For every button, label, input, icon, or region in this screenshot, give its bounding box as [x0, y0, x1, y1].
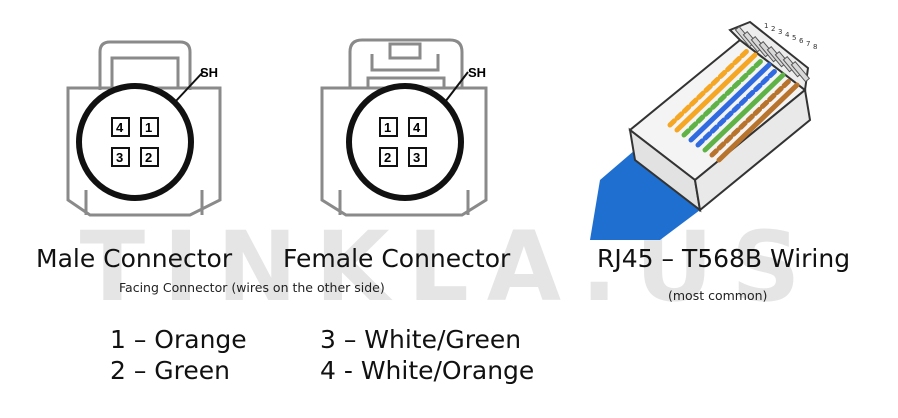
- rj45-caption: RJ45 – T568B Wiring: [597, 244, 851, 273]
- rj45-subcaption: (most common): [668, 288, 768, 303]
- female-pin-br: 3: [413, 150, 420, 165]
- female-housing: [320, 86, 488, 217]
- male-sh-leader: [174, 71, 204, 103]
- female-latch: [348, 38, 464, 88]
- female-connector-diagram: SH 1 4 2 3: [320, 38, 488, 217]
- male-pin-br: 2: [145, 150, 152, 165]
- rj45-pin-1: 1: [764, 22, 768, 30]
- male-pin-tr: 1: [145, 120, 152, 135]
- female-pin-tr: 4: [413, 120, 421, 135]
- female-sh-leader: [444, 71, 469, 103]
- rj45-pin-8: 8: [813, 43, 817, 51]
- legend-item-2: 2 – Green: [110, 356, 231, 385]
- rj45-pin-3: 3: [778, 28, 782, 36]
- rj45-plug-diagram: 1 2 3 4 5 6 7 8: [590, 20, 817, 240]
- female-pin-tl: 1: [384, 120, 391, 135]
- rj45-pin-4: 4: [785, 31, 790, 39]
- female-pin-bl: 2: [384, 150, 391, 165]
- female-sh-label: SH: [468, 65, 486, 80]
- male-pin-tl: 4: [116, 120, 124, 135]
- female-connector-caption: Female Connector: [283, 244, 511, 273]
- legend-item-1: 1 – Orange: [110, 325, 247, 354]
- male-sh-label: SH: [200, 65, 218, 80]
- rj45-cable: [590, 150, 700, 240]
- rj45-pin-2: 2: [771, 25, 775, 33]
- legend-item-4: 4 - White/Orange: [320, 356, 535, 385]
- male-connector-caption: Male Connector: [36, 244, 233, 273]
- rj45-pin-7: 7: [806, 40, 810, 48]
- rj45-pin-5: 5: [792, 34, 796, 42]
- male-face-circle: [76, 83, 194, 201]
- legend-item-3: 3 – White/Green: [320, 325, 522, 354]
- male-housing: [66, 86, 222, 217]
- rj45-pin-6: 6: [799, 37, 804, 45]
- male-pin-bl: 3: [116, 150, 123, 165]
- watermark-text: TINKLA.US: [80, 211, 819, 323]
- male-connector-diagram: SH 4 1 3 2: [66, 40, 222, 217]
- facing-connector-note: Facing Connector (wires on the other sid…: [119, 280, 385, 295]
- male-latch: [98, 40, 192, 90]
- female-face-circle: [346, 83, 464, 201]
